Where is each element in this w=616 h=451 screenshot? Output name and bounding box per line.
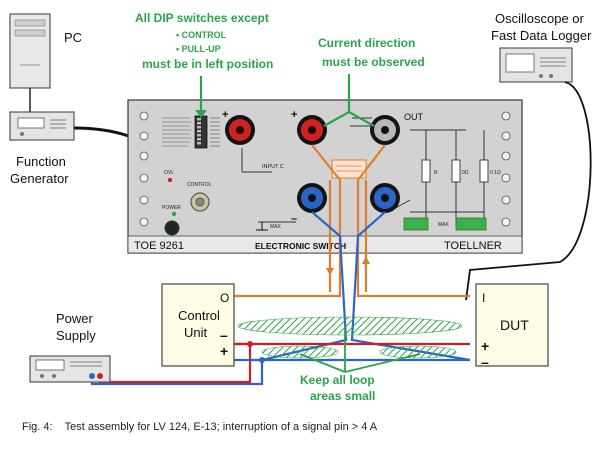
control-unit-label-1: Control: [178, 308, 220, 323]
out-label: OUT: [404, 112, 424, 122]
out-jack-grey[interactable]: [370, 115, 400, 145]
loop-note-line2: areas small: [310, 389, 375, 403]
oscilloscope-label-2: Fast Data Logger: [491, 28, 592, 43]
resistor-0ohm-label: 0Ω: [462, 170, 469, 176]
scope-probe-cable: [465, 81, 592, 301]
input-c-label: INPUT C: [262, 164, 284, 170]
resistor-r-label: R: [434, 170, 438, 176]
loop-area-1: [237, 316, 463, 336]
plus-sign-mid: +: [291, 109, 297, 121]
junction-red: [247, 341, 253, 347]
current-direction-callout: Current direction must be observed: [318, 36, 425, 127]
current-note-line1: Current direction: [318, 36, 415, 50]
orange-arrow-2: [362, 256, 370, 264]
control-unit-minus: –: [220, 327, 228, 343]
device-brand-right: TOELLNER: [444, 240, 502, 252]
ovl-label: OVL: [164, 170, 174, 176]
dut-minus: –: [481, 354, 489, 370]
figure-caption: Fig. 4: Test assembly for LV 124, E-13; …: [22, 421, 378, 433]
loop-area-3: [379, 345, 457, 359]
dip-note-line2: must be in left position: [142, 57, 273, 71]
control-label: CONTROL: [187, 182, 212, 188]
function-generator: [9, 111, 75, 141]
control-unit-plus: +: [220, 343, 228, 359]
power-label: POWER: [162, 205, 181, 211]
control-unit-label-2: Unit: [184, 325, 208, 340]
dip-callout: All DIP switches except • CONTROL • PULL…: [135, 11, 273, 118]
oscilloscope: [499, 47, 573, 83]
resistor-01ohm-label: 0.1Ω: [490, 170, 501, 176]
oscilloscope-label-1: Oscilloscope or: [495, 11, 585, 26]
max-label: MAX: [270, 224, 282, 230]
device-brand-left: TOE 9261: [134, 240, 184, 252]
dut-plus: +: [481, 338, 489, 354]
dut-i: I: [482, 291, 485, 305]
control-unit-box: [161, 283, 235, 367]
input-c-plus-jack[interactable]: [225, 115, 255, 145]
power-supply-label-1: Power: [56, 311, 94, 326]
pc-label: PC: [64, 30, 82, 45]
max-label-right: MAX: [438, 222, 450, 228]
minus-sign-mid: –: [291, 213, 297, 225]
out-plus-jack-red[interactable]: [297, 115, 327, 145]
plus-sign-left: +: [222, 109, 228, 121]
device-title: ELECTRONIC SWITCH: [255, 241, 346, 251]
dip-note-item1: • CONTROL: [176, 30, 227, 40]
dip-note-item2: • PULL-UP: [176, 44, 221, 54]
orange-arrow-1: [326, 268, 334, 276]
minus-jack-right-blue[interactable]: [370, 183, 400, 213]
function-generator-label-2: Generator: [10, 171, 69, 186]
power-supply: [29, 355, 111, 383]
loop-area-2: [261, 345, 339, 359]
loop-note-line1: Keep all loop: [300, 373, 375, 387]
control-unit-o: O: [220, 291, 229, 305]
junction-blue: [259, 357, 265, 363]
dut-box: [475, 283, 549, 367]
current-note-line2: must be observed: [322, 55, 425, 69]
power-supply-label-2: Supply: [56, 328, 96, 343]
dip-note-line1: All DIP switches except: [135, 11, 269, 25]
pc-tower: [9, 13, 51, 89]
minus-jack-left-blue[interactable]: [297, 183, 327, 213]
ground-symbol: [256, 222, 268, 231]
dip-switch-block[interactable]: [194, 115, 208, 149]
loop-callout: [299, 330, 421, 373]
dut-label: DUT: [500, 317, 529, 333]
function-generator-label-1: Function: [16, 154, 66, 169]
